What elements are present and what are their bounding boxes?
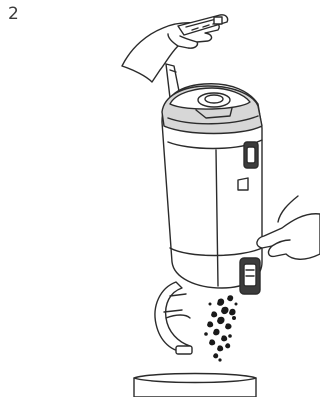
bottom-flap-open — [155, 282, 192, 354]
release-latch — [240, 258, 260, 294]
falling-debris — [204, 295, 237, 361]
lower-hand — [257, 196, 320, 259]
collection-container — [134, 374, 256, 397]
